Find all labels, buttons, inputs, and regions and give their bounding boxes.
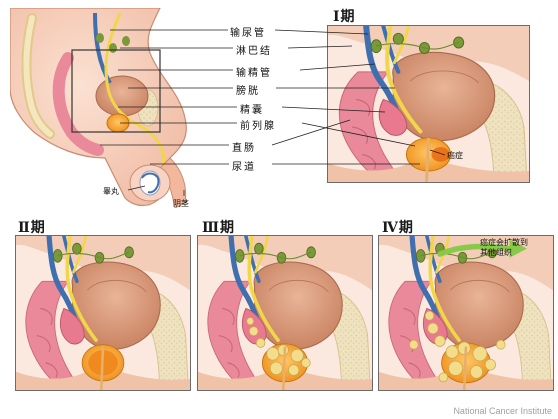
stage-1-cancer-label: 癌症 (447, 150, 463, 161)
stage-2-illustration (16, 236, 190, 390)
stage-3-illustration (198, 236, 372, 390)
seminal-vesicle-label: 精囊 (240, 101, 264, 116)
spread-note-line-2: 其他组织 (480, 247, 512, 258)
stage-4-illustration (379, 236, 553, 390)
lymph-nodes-label: 淋巴结 (236, 42, 272, 57)
stage-1-illustration (328, 26, 529, 182)
credit-text: National Cancer Institute (453, 406, 552, 416)
urethra-label: 尿道 (232, 158, 256, 173)
vas-deferens-label: 输精管 (236, 64, 272, 79)
stage-4-panel (378, 235, 554, 391)
anatomy-overview-illustration (10, 8, 215, 208)
testis-label: 睾丸 (103, 186, 119, 197)
ureter-label: 输尿管 (230, 24, 266, 39)
rectum-label: 直肠 (232, 139, 256, 154)
prostate-label: 前列腺 (240, 117, 276, 132)
stage-1-panel (327, 25, 530, 183)
stage-3-panel (197, 235, 373, 391)
bladder-label: 膀胱 (236, 82, 260, 97)
stage-2-panel (15, 235, 191, 391)
stage-2-title: Ⅱ期 (18, 217, 46, 237)
anatomy-overview-panel (10, 8, 215, 208)
stage-1-title: Ⅰ期 (333, 6, 356, 26)
stage-3-title: Ⅲ期 (202, 217, 235, 237)
stage-4-title: Ⅳ期 (382, 217, 414, 237)
penis-label: 阴茎 (173, 198, 189, 209)
